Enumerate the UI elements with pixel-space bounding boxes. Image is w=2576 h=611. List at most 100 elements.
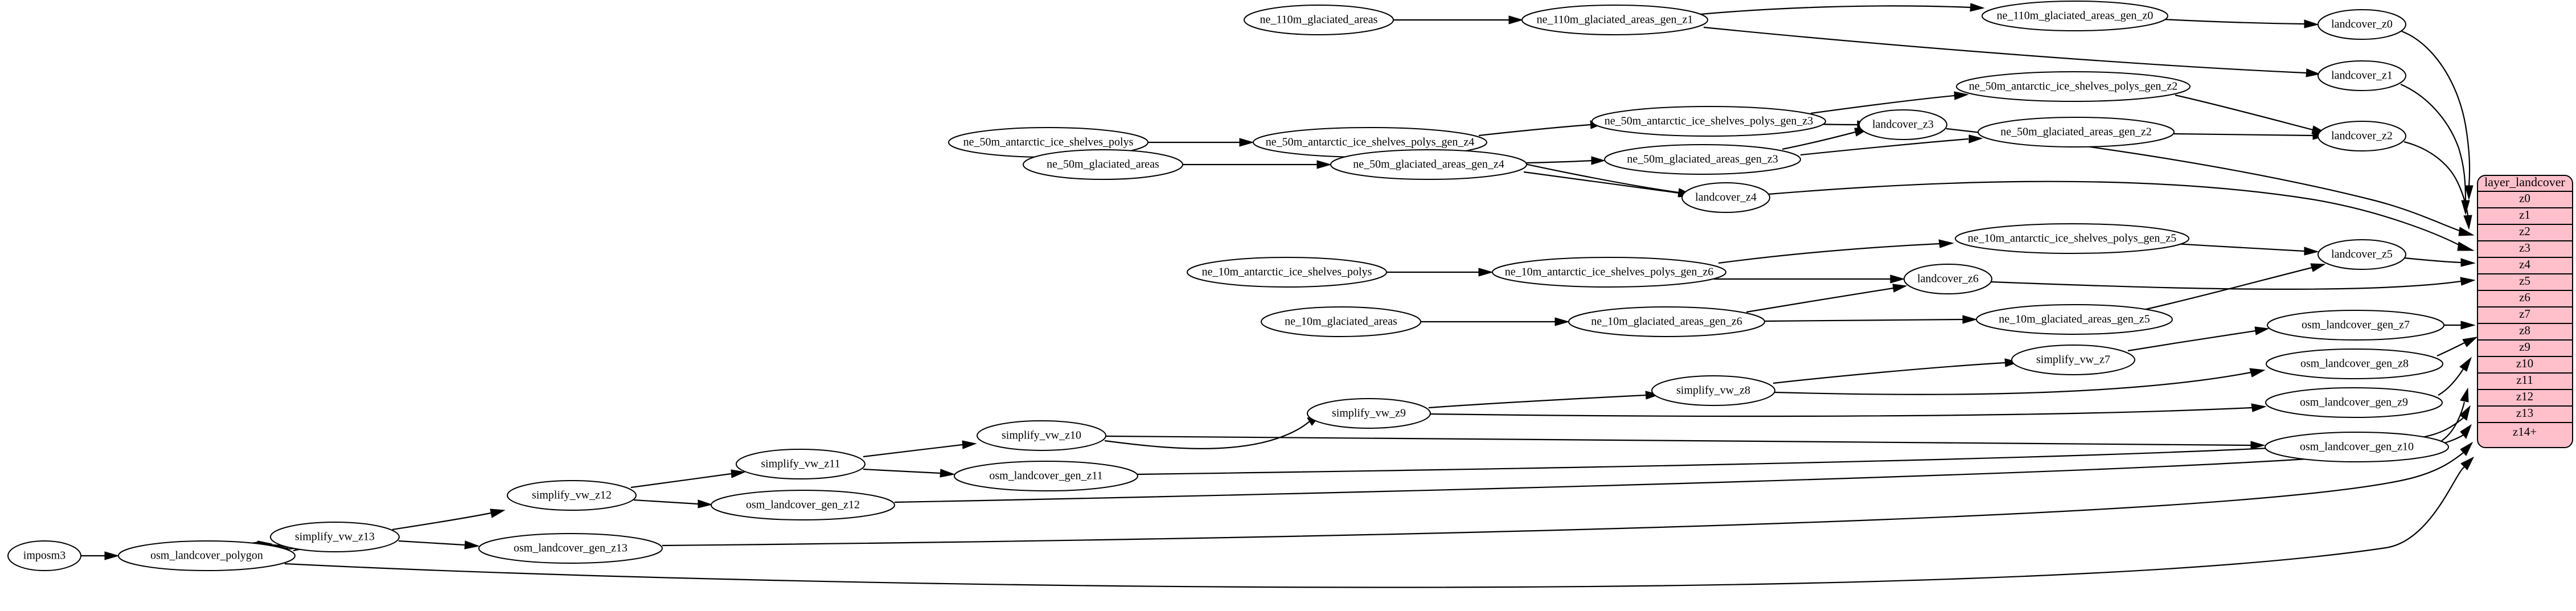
node-landcover-z5[interactable]: landcover_z5 <box>2317 239 2406 270</box>
edge-landcover-z5-to-record-z5 <box>2403 257 2462 264</box>
node-ne-50m-glaciated-areas-gen-z2[interactable]: ne_50m_glaciated_areas_gen_z2 <box>1978 117 2175 147</box>
node-ne-50m-glaciated-areas-gen-z4[interactable]: ne_50m_glaciated_areas_gen_z4 <box>1330 149 1527 180</box>
node-ne-50m-glaciated-areas-gen-z3[interactable]: ne_50m_glaciated_areas_gen_z3 <box>1604 144 1801 175</box>
record-row-z6[interactable]: z6 <box>2477 290 2573 307</box>
record-cell-label: z5 <box>2519 274 2530 288</box>
node-osm-landcover-gen-z7[interactable]: osm_landcover_gen_z7 <box>2267 310 2444 341</box>
arrowhead <box>104 551 120 560</box>
edge-simplify-z8-to-z7 <box>1773 362 2005 384</box>
arrowhead <box>2304 247 2319 256</box>
edge-shelves-z3-to-landcover-z3 <box>1818 123 1858 126</box>
edge-gen-z13-to-record-z13 <box>662 452 2464 547</box>
node-simplify-vw-z13[interactable]: simplify_vw_z13 <box>270 522 400 552</box>
edge-gen-z8-to-record-z8 <box>2436 342 2465 357</box>
node-osm-landcover-polygon[interactable]: osm_landcover_polygon <box>118 540 296 571</box>
arrowhead <box>1962 315 1978 324</box>
node-landcover-z2[interactable]: landcover_z2 <box>2317 121 2406 151</box>
arrowhead <box>2250 441 2266 450</box>
node-simplify-vw-z10[interactable]: simplify_vw_z10 <box>977 420 1106 451</box>
arrowhead <box>2461 200 2470 215</box>
arrowhead <box>2464 185 2474 200</box>
edge-landcover-z2-to-record-z2 <box>2403 141 2469 216</box>
node-landcover-z1[interactable]: landcover_z1 <box>2317 60 2406 91</box>
arrowhead <box>2459 356 2472 372</box>
node-simplify-vw-z9[interactable]: simplify_vw_z9 <box>1307 398 1431 429</box>
arrowhead <box>2460 387 2469 403</box>
edge-glac-z4-to-landcover-z4 <box>1523 171 1680 194</box>
record-row-z12[interactable]: z12 <box>2477 389 2573 407</box>
node-ne-110m-glaciated-areas[interactable]: ne_110m_glaciated_areas <box>1244 5 1394 35</box>
node-landcover-z3[interactable]: landcover_z3 <box>1859 109 1947 140</box>
record-row-z14plus[interactable]: z14+ <box>2513 425 2537 438</box>
record-row-z10[interactable]: z10 <box>2477 356 2573 374</box>
record-cell-label: z2 <box>2519 224 2530 238</box>
node-landcover-z6[interactable]: landcover_z6 <box>1904 264 1992 294</box>
edge-glac-z3-to-landcover-z3 <box>1782 131 1856 150</box>
record-row-z8[interactable]: z8 <box>2477 323 2573 341</box>
node-ne-110m-glaciated-areas-gen-z1[interactable]: ne_110m_glaciated_areas_gen_z1 <box>1521 5 1708 35</box>
record-node-layer-landcover[interactable]: layer_landcover z0 z1 z2 z3 <box>2477 175 2573 448</box>
arrowhead <box>2460 258 2476 267</box>
record-row-z5[interactable]: z5 <box>2477 274 2573 291</box>
record-row-z1[interactable]: z1 <box>2477 208 2573 225</box>
node-simplify-vw-z7[interactable]: simplify_vw_z7 <box>2011 345 2135 375</box>
node-ne-10m-antarctic-ice-shelves-polys[interactable]: ne_10m_antarctic_ice_shelves_polys <box>1187 257 1387 288</box>
node-simplify-vw-z8[interactable]: simplify_vw_z8 <box>1651 375 1775 406</box>
record-row-z7[interactable]: z7 <box>2477 307 2573 324</box>
record-row-z3[interactable]: z3 <box>2477 241 2573 258</box>
node-osm-landcover-gen-z12[interactable]: osm_landcover_gen_z12 <box>711 490 895 520</box>
node-ne-110m-glaciated-areas-gen-z0[interactable]: ne_110m_glaciated_areas_gen_z0 <box>1982 1 2168 31</box>
edge-simplify-z9-to-gen-z9 <box>1430 407 2253 417</box>
node-ne-50m-antarctic-ice-shelves-polys-gen-z3[interactable]: ne_50m_antarctic_ice_shelves_polys_gen_z… <box>1591 106 1826 137</box>
edge-simplify-z9-to-z8 <box>1428 394 1646 409</box>
record-cell-label: z3 <box>2519 241 2530 255</box>
record-row-z0[interactable]: z0 <box>2477 191 2573 208</box>
arrowhead <box>1554 317 1570 326</box>
node-ne-10m-glaciated-areas-gen-z6[interactable]: ne_10m_glaciated_areas_gen_z6 <box>1568 306 1765 337</box>
arrowhead <box>2462 337 2478 347</box>
node-osm-landcover-gen-z8[interactable]: osm_landcover_gen_z8 <box>2266 348 2443 379</box>
edge-simplify-z13-to-z12 <box>392 512 491 531</box>
record-cell-label: z4 <box>2519 257 2530 271</box>
node-ne-50m-antarctic-ice-shelves-polys-gen-z2[interactable]: ne_50m_antarctic_ice_shelves_polys_gen_z… <box>1956 71 2191 102</box>
node-ne-10m-glaciated-areas-gen-z5[interactable]: ne_10m_glaciated_areas_gen_z5 <box>1976 304 2173 335</box>
edge-gen-z1-to-gen-z0 <box>1700 5 1971 15</box>
record-cell-label: z7 <box>2519 307 2530 321</box>
node-osm-landcover-gen-z10[interactable]: osm_landcover_gen_z10 <box>2265 432 2449 462</box>
edge-simplify-z8-to-gen-z8 <box>1774 371 2251 395</box>
node-osm-landcover-gen-z9[interactable]: osm_landcover_gen_z9 <box>2265 387 2443 418</box>
edge-gen-z10-to-record-z10 <box>2441 401 2466 441</box>
node-imposm3[interactable]: imposm3 <box>7 540 81 571</box>
arrowhead <box>1970 3 1985 12</box>
arrowhead <box>1892 284 1908 293</box>
node-landcover-z0[interactable]: landcover_z0 <box>2317 9 2406 40</box>
arrowhead <box>2460 456 2475 470</box>
node-landcover-z4[interactable]: landcover_z4 <box>1681 182 1770 213</box>
edge-simplify-z12-to-z11 <box>630 473 732 489</box>
node-ne-50m-glaciated-areas[interactable]: ne_50m_glaciated_areas <box>1023 149 1183 180</box>
record-row-z13[interactable]: z13 <box>2477 406 2573 423</box>
edge-glac-z2-to-landcover-z2 <box>2173 133 2314 137</box>
arrowhead <box>2460 321 2476 330</box>
arrowhead <box>2457 241 2475 251</box>
edge-gen-z9-to-record-z9 <box>2438 368 2464 396</box>
node-osm-landcover-gen-z13[interactable]: osm_landcover_gen_z13 <box>478 533 663 564</box>
arrowhead <box>2463 215 2472 230</box>
arrowhead <box>1316 160 1332 169</box>
node-simplify-vw-z11[interactable]: simplify_vw_z11 <box>736 449 865 479</box>
edge-ne10m-shelves-z6-to-z5 <box>1718 243 1940 264</box>
record-row-z11[interactable]: z11 <box>2477 373 2573 390</box>
edge-gen-z0-to-landcover-z0 <box>2163 18 2305 25</box>
node-ne-10m-antarctic-ice-shelves-polys-gen-z5[interactable]: ne_10m_antarctic_ice_shelves_polys_gen_z… <box>1955 223 2189 254</box>
edge-shelves-z3-to-z2 <box>1810 95 1955 114</box>
record-row-z4[interactable]: z4 <box>2477 257 2573 274</box>
record-cell-label: z0 <box>2519 191 2530 205</box>
record-row-z9[interactable]: z9 <box>2477 340 2573 357</box>
record-row-z2[interactable]: z2 <box>2477 224 2573 241</box>
arrowhead <box>2460 277 2476 286</box>
node-ne-10m-glaciated-areas[interactable]: ne_10m_glaciated_areas <box>1261 306 1421 337</box>
node-ne-10m-antarctic-ice-shelves-polys-gen-z6[interactable]: ne_10m_antarctic_ice_shelves_polys_gen_z… <box>1492 257 1726 288</box>
node-osm-landcover-gen-z11[interactable]: osm_landcover_gen_z11 <box>954 461 1138 491</box>
node-simplify-vw-z12[interactable]: simplify_vw_z12 <box>507 480 637 511</box>
